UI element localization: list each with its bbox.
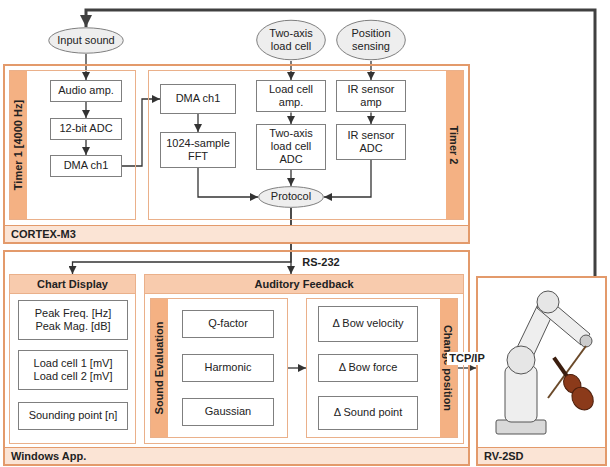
box-label: Audio amp. xyxy=(58,84,114,97)
panel-title: RV-2SD xyxy=(484,450,524,462)
panel-title: Windows App. xyxy=(11,450,86,462)
module-box: Chart DisplayPeak Freq. [Hz]Peak Mag. [d… xyxy=(9,274,136,444)
oval-outline xyxy=(337,20,406,59)
process-box: Two-axis load cell ADC xyxy=(256,124,326,170)
panel-strip: Windows App. xyxy=(5,447,468,464)
panel-strip: CORTEX-M3 xyxy=(5,225,468,242)
module-header: Chart Display xyxy=(10,275,135,294)
box-label: Δ Sound point xyxy=(334,406,403,419)
signal-arrow xyxy=(85,102,86,118)
box-label: Load cell 2 [mV] xyxy=(34,370,113,383)
module-box: Auditory FeedbackSound Evaluation Q-facto… xyxy=(144,274,464,444)
timer-bar: Sound Evaluation xyxy=(151,299,168,437)
bar-label: Timer 1 [4000 Hz] xyxy=(13,100,25,190)
signal-arrow xyxy=(122,99,160,166)
process-box: Δ Bow force xyxy=(318,354,418,382)
module-title: Auditory Feedback xyxy=(254,278,353,290)
timer-bar: Timer 2 xyxy=(446,71,463,219)
violin-lower-body xyxy=(568,383,598,414)
box-label: Load cell 1 [mV] xyxy=(34,357,113,370)
bar-label: Sound Evaluation xyxy=(154,322,166,415)
timer-group: Change position Δ Bow velocity Δ Bow force… xyxy=(306,298,458,438)
timer-group: Timer 2 DMA ch1 1024-sample FFT Load cell a… xyxy=(148,70,464,220)
signal-arrow xyxy=(288,367,306,368)
timer-group: Timer 1 [4000 Hz] Audio amp. 12-bit ADC DMA… xyxy=(9,70,136,220)
edge-label: TCP/IP xyxy=(447,352,486,365)
process-box: Load cell 1 [mV]Load cell 2 [mV] xyxy=(18,350,128,390)
signal-arrow xyxy=(290,170,291,186)
box-label: Harmonic xyxy=(204,361,251,374)
signal-arrow xyxy=(370,112,371,124)
box-label: Δ Bow force xyxy=(339,361,398,374)
robot-wrist xyxy=(580,335,592,347)
signal-arrow xyxy=(85,140,86,155)
source-oval: Protocol xyxy=(258,186,324,208)
robot-elbow xyxy=(537,291,559,313)
system-panel: CORTEX-M3 Timer 1 [4000 Hz] Audio amp. 12-b… xyxy=(3,64,470,244)
box-label: Two-axis load cell ADC xyxy=(261,127,321,167)
module-title: Chart Display xyxy=(37,278,108,290)
box-label: Peak Freq. [Hz] xyxy=(35,307,111,320)
oval-label: Protocol xyxy=(271,190,311,203)
process-box: Peak Freq. [Hz]Peak Mag. [dB] xyxy=(18,300,128,340)
process-box: 12-bit ADC xyxy=(50,118,122,140)
oval-label: Position sensing xyxy=(342,27,400,53)
process-box: Δ Sound point xyxy=(318,396,418,430)
source-oval: Input sound xyxy=(48,27,124,54)
signal-arrow xyxy=(458,367,476,368)
signal-arrow xyxy=(324,160,371,197)
box-label: IR sensor amp xyxy=(341,83,401,109)
process-box: IR sensor amp xyxy=(336,80,406,112)
box-label: DMA ch1 xyxy=(176,92,221,105)
edge-label: RS-232 xyxy=(300,256,341,269)
signal-arrow xyxy=(290,112,291,124)
oval-outline xyxy=(49,28,123,53)
oval-outline xyxy=(259,187,324,208)
process-box: DMA ch1 xyxy=(50,155,122,177)
signal-arrow xyxy=(197,114,198,132)
box-label: 1024-sample FFT xyxy=(165,137,231,163)
timer-bar: Change position xyxy=(440,299,457,437)
box-label: Load cell amp. xyxy=(261,83,321,109)
process-box: IR sensor ADC xyxy=(336,124,406,160)
process-box: Δ Bow velocity xyxy=(318,306,418,342)
system-panel: Windows App. Chart DisplayPeak Freq. [Hz]… xyxy=(3,250,470,466)
oval-label: Input sound xyxy=(57,34,115,47)
robot-shoulder xyxy=(507,346,535,374)
box-label: IR sensor ADC xyxy=(341,129,401,155)
process-box: 1024-sample FFT xyxy=(160,132,236,168)
box-label: DMA ch1 xyxy=(64,159,109,172)
module-header: Auditory Feedback xyxy=(145,275,463,294)
box-label: Δ Bow velocity xyxy=(333,317,404,330)
signal-arrow xyxy=(85,54,86,80)
signal-arrow xyxy=(198,168,258,197)
box-label: Sounding point [n] xyxy=(29,409,118,422)
timer-bar: Timer 1 [4000 Hz] xyxy=(10,71,27,219)
panel-title: CORTEX-M3 xyxy=(11,228,76,240)
oval-outline xyxy=(257,20,326,59)
process-box: Sounding point [n] xyxy=(18,402,128,430)
box-label: Gaussian xyxy=(205,405,251,418)
box-label: Q-factor xyxy=(208,317,248,330)
process-box: Gaussian xyxy=(182,398,274,426)
panel-strip: RV-2SD xyxy=(478,447,605,464)
process-box: DMA ch1 xyxy=(160,84,236,114)
timer-group: Sound Evaluation Q-factorHarmonicGaussian xyxy=(150,298,288,438)
process-box: Load cell amp. xyxy=(256,80,326,112)
process-box: Harmonic xyxy=(182,354,274,382)
box-label: Peak Mag. [dB] xyxy=(35,320,110,333)
process-box: Q-factor xyxy=(182,310,274,338)
robot-arm xyxy=(496,291,592,434)
process-box: Audio amp. xyxy=(50,80,122,102)
source-oval: Position sensing xyxy=(336,19,406,61)
source-oval: Two-axis load cell xyxy=(256,19,326,61)
bar-label: Timer 2 xyxy=(449,126,461,165)
violin xyxy=(546,352,598,414)
oval-label: Two-axis load cell xyxy=(262,27,320,53)
system-panel: RV-2SD xyxy=(476,276,607,466)
box-label: 12-bit ADC xyxy=(59,122,112,135)
bar-label: Change position xyxy=(443,325,455,411)
